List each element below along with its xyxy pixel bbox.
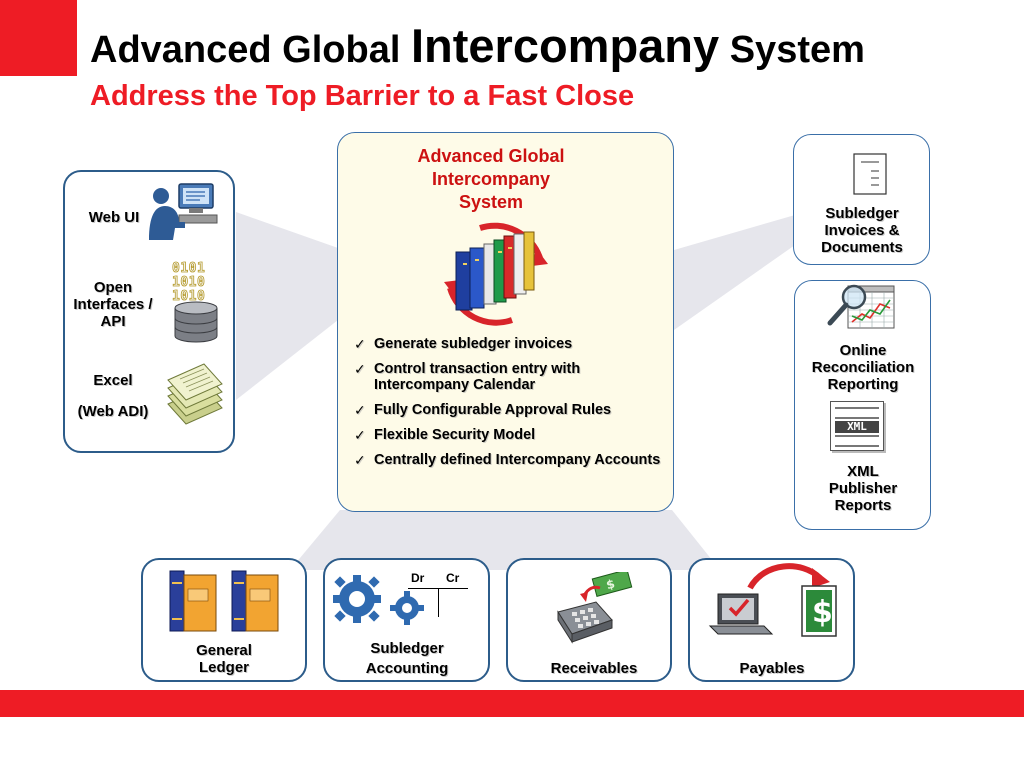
gl-line2: Ledger (198, 659, 249, 676)
core-system-title: Advanced Global Intercompany System (360, 145, 622, 214)
ledger-books-icon (169, 570, 279, 632)
checkmark-icon: ✓ (354, 402, 366, 418)
subledger-line1: Subledger (825, 205, 899, 222)
open-interfaces-label: Open Interfaces / API (65, 279, 161, 330)
xml-publisher-label: XML Publisher Reports (805, 463, 921, 514)
connector-right (674, 215, 795, 330)
core-title-line2: Intercompany (431, 169, 551, 189)
web-ui-user-computer-icon (149, 183, 218, 240)
binary-code-icon: 0101 1010 1010 (172, 261, 222, 304)
receivables-box (506, 558, 672, 682)
online-line1: Online (839, 342, 887, 359)
document-icon (853, 153, 887, 195)
binary-line1: 0101 (172, 261, 206, 276)
checkmark-icon: ✓ (354, 427, 366, 443)
page-subtitle: Address the Top Barrier to a Fast Close (90, 80, 635, 112)
subledger-line3: Documents (821, 239, 903, 256)
core-title-line3: System (458, 192, 524, 212)
payables-label: Payables (739, 660, 805, 677)
t-account-horizontal (408, 588, 468, 589)
header-red-block (0, 0, 77, 76)
subledger-documents-label: Subledger Invoices & Documents (800, 205, 924, 256)
subledger-line2: Invoices & (824, 222, 900, 239)
ledger-books-cycle-icon (444, 222, 548, 326)
sla-line2: Accounting (365, 660, 449, 677)
xml-icon-lines-top (835, 407, 879, 419)
feature-text: Flexible Security Model (374, 427, 536, 443)
general-ledger-label: General Ledger (180, 642, 268, 676)
feature-item: ✓ Fully Configurable Approval Rules (348, 402, 666, 418)
feature-item: ✓ Centrally defined Intercompany Accounts (348, 452, 666, 468)
core-title-line1: Advanced Global (417, 146, 565, 166)
web-adi-label: (Web ADI) (77, 403, 149, 420)
gears-icon (333, 575, 424, 625)
feature-item: ✓ Control transaction entry with Intercom… (348, 361, 666, 393)
payables-icon: $ (708, 563, 837, 637)
title-part1: Advanced Global (90, 29, 411, 71)
open-line3: API (100, 313, 126, 330)
credit-label: Cr (446, 571, 460, 585)
xml-document-icon: XML (830, 401, 884, 451)
footer-red-band (0, 690, 1024, 717)
feature-item: ✓ Flexible Security Model (348, 427, 666, 443)
online-reconciliation-label: Online Reconciliation Reporting (800, 342, 926, 393)
online-line2: Reconciliation (811, 359, 915, 376)
feature-text: Centrally defined Intercompany Accounts (374, 452, 661, 468)
subledger-accounting-label: Subledger Accounting (355, 639, 459, 679)
page-title: Advanced Global Intercompany System (90, 18, 1020, 72)
checkmark-icon: ✓ (354, 336, 366, 352)
svg-text:$: $ (812, 595, 833, 630)
spreadsheet-stack-icon (167, 363, 223, 425)
xml-icon-lines-bottom (835, 435, 879, 447)
xml-line2: Publisher (828, 480, 898, 497)
debit-label: Dr (411, 571, 425, 585)
magnifier-chart-icon (827, 284, 895, 329)
xml-line3: Reports (834, 497, 892, 514)
checkmark-icon: ✓ (354, 452, 366, 468)
database-icon (174, 301, 218, 343)
sla-line1: Subledger (370, 640, 444, 657)
xml-line1: XML (847, 463, 879, 480)
feature-text: Generate subledger invoices (374, 336, 573, 352)
feature-list: ✓ Generate subledger invoices ✓ Control tr… (348, 336, 666, 477)
cash-register-icon: $ (557, 572, 633, 644)
open-line1: Open (93, 279, 133, 296)
general-ledger-box (141, 558, 307, 682)
feature-text: Fully Configurable Approval Rules (374, 402, 612, 418)
binary-line2: 1010 (172, 275, 206, 290)
web-ui-label: Web UI (88, 209, 140, 226)
connector-backdrop (236, 212, 795, 570)
feature-text: Control transaction entry with Intercomp… (374, 361, 581, 393)
connector-left (236, 212, 338, 400)
gl-line1: General (196, 642, 252, 659)
excel-label: Excel (93, 372, 133, 389)
online-line3: Reporting (827, 376, 899, 393)
t-account-vertical (438, 589, 439, 617)
title-part2: Intercompany (410, 19, 720, 72)
title-part3: System (719, 29, 865, 71)
binary-line3: 1010 (172, 289, 206, 304)
connector-bottom (290, 510, 720, 570)
checkmark-icon: ✓ (354, 361, 366, 377)
receivables-label: Receivables (550, 660, 638, 677)
svg-text:$: $ (605, 577, 617, 593)
open-line2: Interfaces / (73, 296, 153, 313)
xml-icon-text: XML (835, 421, 879, 433)
feature-item: ✓ Generate subledger invoices (348, 336, 666, 352)
